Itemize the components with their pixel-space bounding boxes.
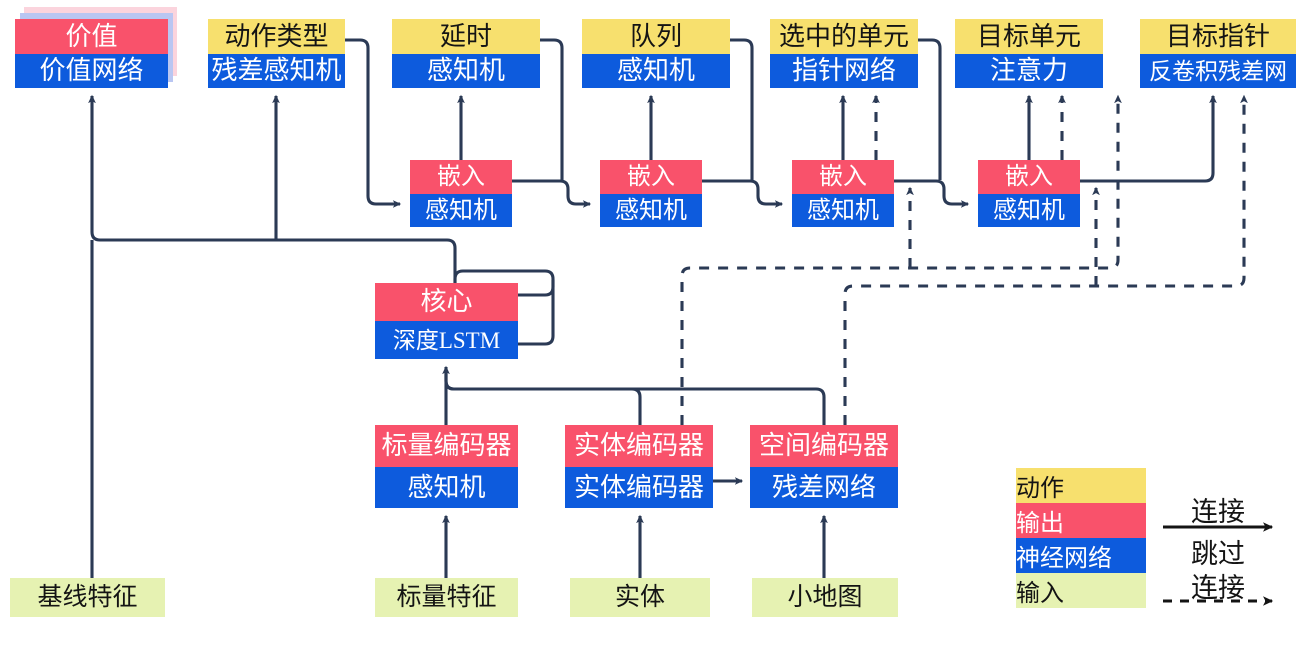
node-scalar_features-bottom-label: 标量特征 — [375, 578, 518, 617]
node-entity_encoder-top-label: 实体编码器 — [565, 425, 713, 467]
node-value-top-label: 价值 — [15, 19, 168, 54]
legend-swatch-output: 输出 — [1016, 503, 1146, 538]
node-target_point-bottom-label: 反卷积残差网 — [1140, 54, 1296, 88]
node-entity_encoder: 实体编码器实体编码器 — [565, 425, 713, 508]
node-queue: 队列感知机 — [582, 19, 730, 88]
wire-embed3-to-embed4 — [894, 179, 970, 208]
legend-color-key: 动作输出神经网络输入 — [1016, 468, 1146, 608]
node-spatial_encoder: 空间编码器残差网络 — [750, 425, 898, 508]
node-baseline_features-bottom-label: 基线特征 — [10, 578, 165, 617]
wire-delay-to-embed2-bus — [540, 40, 564, 181]
wire-delay-down — [540, 38, 564, 180]
node-core-top-label: 核心 — [375, 283, 518, 321]
legend-skip-label-line2: 连接 — [1191, 573, 1245, 603]
node-spatial_encoder-top-label: 空间编码器 — [750, 425, 898, 467]
wire-embed4-to-targetpoint — [1080, 94, 1217, 183]
legend-swatch-action: 动作 — [1016, 468, 1146, 503]
node-embed4-top-label: 嵌入 — [978, 160, 1080, 194]
node-minimap-bottom-label: 小地图 — [752, 578, 898, 617]
node-embed1-bottom-label: 感知机 — [410, 194, 512, 227]
node-scalar_encoder-top-label: 标量编码器 — [375, 425, 518, 467]
wire-queue-down — [730, 38, 754, 180]
node-target_point: 目标指针反卷积残差网 — [1140, 19, 1296, 88]
node-embed3: 嵌入感知机 — [792, 160, 894, 227]
node-selected_units-bottom-label: 指针网络 — [770, 54, 918, 88]
node-embed2: 嵌入感知机 — [600, 160, 702, 227]
node-delay: 延时感知机 — [392, 19, 540, 88]
node-embed3-top-label: 嵌入 — [792, 160, 894, 194]
wire-core-self-loop-return — [510, 280, 555, 348]
node-action_type-top-label: 动作类型 — [208, 19, 345, 54]
wire-selectedunits-down — [918, 38, 942, 180]
node-target_unit: 目标单元注意力 — [955, 19, 1103, 88]
node-embed2-bottom-label: 感知机 — [600, 194, 702, 227]
node-embed2-top-label: 嵌入 — [600, 160, 702, 194]
node-queue-bottom-label: 感知机 — [582, 54, 730, 88]
node-delay-bottom-label: 感知机 — [392, 54, 540, 88]
node-scalar_encoder-bottom-label: 感知机 — [375, 467, 518, 508]
node-embed4-bottom-label: 感知机 — [978, 194, 1080, 227]
node-embed1: 嵌入感知机 — [410, 160, 512, 227]
wire-embed2-to-embed3 — [702, 179, 784, 208]
node-spatial_encoder-bottom-label: 残差网络 — [750, 467, 898, 508]
node-queue-top-label: 队列 — [582, 19, 730, 54]
node-selected_units: 选中的单元指针网络 — [770, 19, 918, 88]
wire-entityenc-bus-to-core — [444, 371, 642, 425]
legend-skip-label-line1: 跳过 — [1191, 539, 1245, 569]
node-core: 核心深度LSTM — [375, 283, 518, 359]
node-delay-top-label: 延时 — [392, 19, 540, 54]
node-target_unit-bottom-label: 注意力 — [955, 54, 1103, 88]
node-value-bottom-label: 价值网络 — [15, 54, 168, 88]
node-embed4: 嵌入感知机 — [978, 160, 1080, 227]
node-minimap: 小地图 — [752, 578, 898, 617]
node-scalar_encoder: 标量编码器感知机 — [375, 425, 518, 508]
skip-entityenc-to-targetpoint — [680, 94, 1122, 425]
node-action_type-bottom-label: 残差感知机 — [208, 54, 345, 88]
legend-swatch-input: 输入 — [1016, 573, 1146, 608]
node-embed3-bottom-label: 感知机 — [792, 194, 894, 227]
wire-core-to-value — [88, 94, 457, 283]
node-entities-bottom-label: 实体 — [570, 578, 710, 617]
node-value: 价值价值网络 — [15, 7, 177, 88]
node-core-bottom-label: 深度LSTM — [375, 321, 518, 359]
wire-embed1-to-embed2 — [512, 179, 592, 208]
node-entities: 实体 — [570, 578, 710, 617]
node-selected_units-top-label: 选中的单元 — [770, 19, 918, 54]
node-action_type: 动作类型残差感知机 — [208, 19, 345, 88]
legend-connection-label: 连接 — [1191, 497, 1245, 527]
wire-spatialenc-bus-to-core — [444, 371, 826, 425]
node-baseline_features: 基线特征 — [10, 578, 165, 617]
node-target_unit-top-label: 目标单元 — [955, 19, 1103, 54]
legend-swatch-nn: 神经网络 — [1016, 538, 1146, 573]
node-embed1-top-label: 嵌入 — [410, 160, 512, 194]
node-target_point-top-label: 目标指针 — [1140, 19, 1296, 54]
skip-spatialenc-to-targetpoint — [843, 94, 1248, 425]
node-scalar_features: 标量特征 — [375, 578, 518, 617]
node-entity_encoder-bottom-label: 实体编码器 — [565, 467, 713, 508]
